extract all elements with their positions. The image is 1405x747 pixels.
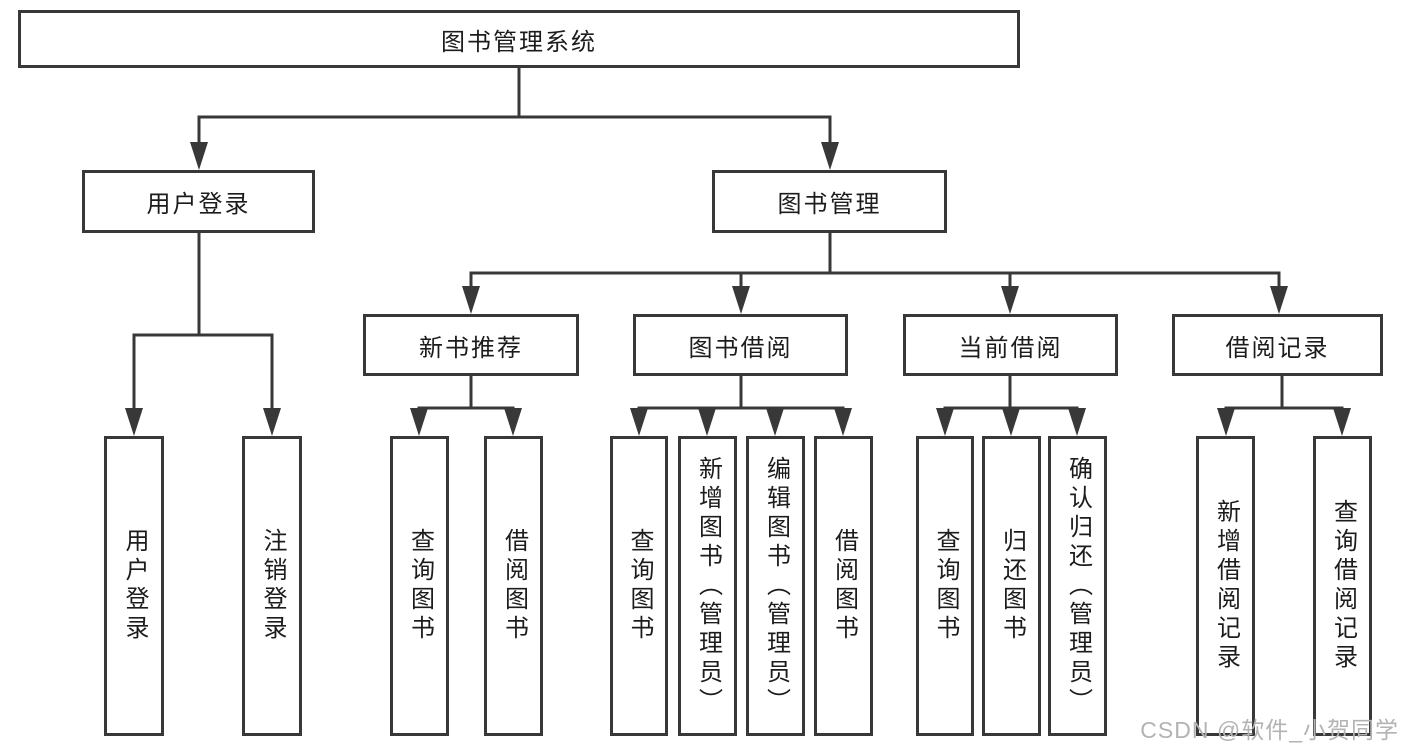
node-book-management-label: 图书管理 (777, 191, 882, 218)
leaf-borrowing-borrow-books: 借阅图书 (814, 436, 873, 736)
leaf-current-query-books: 查询图书 (916, 436, 974, 736)
arrow-head (834, 408, 852, 436)
leaf-current-return-books: 归还图书 (982, 436, 1041, 736)
leaf-borrowing-add-books-admin: 新增图书（管理员） (678, 436, 737, 736)
node-current-borrowing-label: 当前借阅 (958, 334, 1063, 362)
leaf-current-query-books-label: 查询图书 (932, 528, 959, 644)
leaf-current-return-books-label: 归还图书 (998, 528, 1026, 644)
watermark: CSDN @软件_小贺同学 (1140, 717, 1399, 743)
arrow-head (1333, 408, 1351, 436)
arrow-head (263, 408, 281, 436)
node-user-login-label: 用户登录 (146, 191, 251, 218)
leaf-borrowing-edit-books-admin: 编辑图书（管理员） (746, 436, 805, 736)
node-book-borrowing-label: 图书借阅 (688, 334, 793, 362)
arrow-head (1068, 408, 1086, 436)
leaf-records-query-record-label: 查询借阅记录 (1329, 499, 1357, 673)
arrow-head (766, 408, 784, 436)
arrow-head (190, 142, 208, 170)
leaf-recommend-query-books: 查询图书 (390, 436, 449, 736)
arrow-head (821, 142, 839, 170)
leaf-current-confirm-return-admin-label: 确认归还（管理员） (1064, 455, 1092, 717)
arrow-head (630, 408, 648, 436)
leaf-borrowing-add-books-admin-label: 新增图书（管理员） (694, 455, 722, 717)
arrow-head (125, 408, 143, 436)
leaf-login-user-login: 用户登录 (104, 436, 164, 736)
leaf-current-confirm-return-admin: 确认归还（管理员） (1048, 436, 1107, 736)
node-current-borrowing: 当前借阅 (903, 314, 1118, 376)
arrow-head (732, 286, 750, 314)
node-new-book-recommend: 新书推荐 (363, 314, 579, 376)
arrow-head (1002, 408, 1020, 436)
node-root: 图书管理系统 (18, 10, 1020, 68)
node-borrowing-records-label: 借阅记录 (1225, 334, 1330, 362)
leaf-borrowing-query-books: 查询图书 (610, 436, 668, 736)
leaf-login-user-login-label: 用户登录 (121, 528, 148, 644)
leaf-borrowing-query-books-label: 查询图书 (626, 528, 653, 644)
arrow-head (410, 408, 428, 436)
leaf-login-logout-label: 注销登录 (259, 528, 286, 644)
node-root-label: 图书管理系统 (441, 28, 597, 56)
leaf-borrowing-borrow-books-label: 借阅图书 (830, 528, 858, 644)
node-new-book-recommend-label: 新书推荐 (419, 334, 523, 362)
leaf-borrowing-edit-books-admin-label: 编辑图书（管理员） (762, 455, 790, 717)
leaf-recommend-borrow-books: 借阅图书 (484, 436, 543, 736)
arrow-head (1001, 286, 1019, 314)
arrow-head (1270, 286, 1288, 314)
arrow-head (698, 408, 716, 436)
leaf-records-add-record: 新增借阅记录 (1196, 436, 1255, 736)
node-book-borrowing: 图书借阅 (633, 314, 848, 376)
arrow-head (1217, 408, 1235, 436)
node-user-login: 用户登录 (82, 170, 315, 233)
leaf-records-query-record: 查询借阅记录 (1313, 436, 1372, 736)
arrow-head (936, 408, 954, 436)
leaf-recommend-borrow-books-label: 借阅图书 (500, 528, 528, 644)
leaf-login-logout: 注销登录 (242, 436, 302, 736)
arrow-head (504, 408, 522, 436)
leaf-recommend-query-books-label: 查询图书 (406, 528, 434, 644)
node-book-management: 图书管理 (712, 170, 947, 233)
node-borrowing-records: 借阅记录 (1172, 314, 1383, 376)
leaf-records-add-record-label: 新增借阅记录 (1212, 499, 1240, 673)
arrow-head (462, 286, 480, 314)
